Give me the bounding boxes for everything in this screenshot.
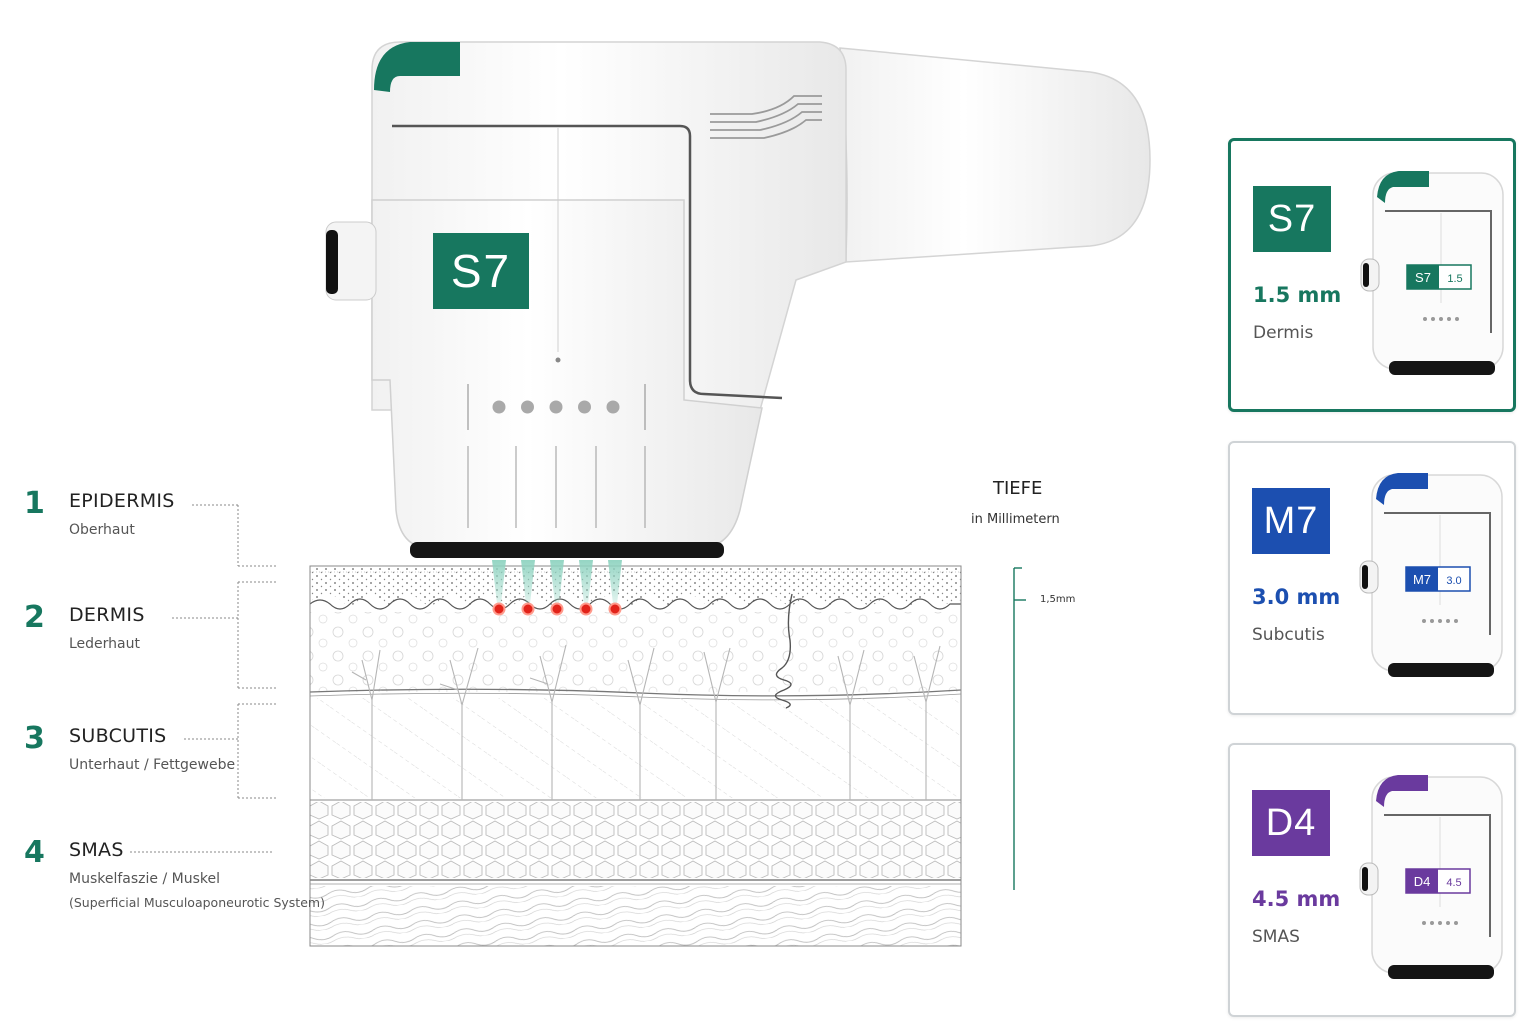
cartridge-card-m7[interactable]: M7 3.0 mm Subcutis M7 3.0 [1228, 441, 1516, 715]
layer-subtitle: Oberhaut [69, 522, 135, 538]
depth-title: TIEFE [993, 478, 1043, 499]
focal-point [521, 602, 535, 616]
cartridge-mini-code: M7 [1413, 572, 1431, 587]
layer-subtitle-2: (Superficial Musculoaponeurotic System) [69, 895, 325, 910]
beam [550, 560, 564, 604]
cartridge-mini-code: D4 [1414, 874, 1431, 889]
indicator-dot [578, 400, 591, 414]
layer-number: 3 [24, 721, 45, 756]
layer-subtitle: Lederhaut [69, 636, 140, 652]
device-badge: S7 [433, 233, 529, 309]
focal-point [608, 602, 622, 616]
ultrasound-beams [492, 560, 622, 616]
cartridge-depth: 1.5 mm [1253, 283, 1342, 307]
cartridge-device-icon: S7 1.5 [1360, 171, 1504, 375]
focal-point [492, 602, 506, 616]
beam [608, 560, 622, 604]
cartridge-depth: 3.0 mm [1252, 585, 1341, 609]
vessel-branches [351, 644, 941, 800]
cartridge-mini-depth: 4.5 [1446, 877, 1461, 889]
cartridge-mini-depth: 1.5 [1447, 273, 1462, 285]
layer-name: EPIDERMIS [69, 490, 175, 512]
layer-leader-lines [130, 504, 276, 853]
indicator-dot [492, 400, 506, 414]
cartridge-card-s7[interactable]: S7 1.5 mm Dermis S7 1.5 [1228, 138, 1516, 412]
beam [521, 560, 535, 604]
indicator-dot [606, 400, 620, 414]
depth-subtitle: in Millimetern [971, 512, 1060, 527]
cartridge-device-icon: D4 4.5 [1359, 775, 1503, 979]
layer-number: 2 [24, 600, 45, 635]
beam [492, 560, 506, 604]
cartridge-layer: SMAS [1252, 927, 1300, 947]
cartridge-depth: 4.5 mm [1252, 887, 1341, 911]
depth-marker: 1,5mm [1040, 594, 1076, 605]
cartridge-device-icon: M7 3.0 [1359, 473, 1503, 677]
layer-subtitle: Unterhaut / Fettgewebe [69, 757, 236, 773]
layer-name: SUBCUTIS [69, 725, 167, 747]
focal-point [550, 602, 564, 616]
layer-name: DERMIS [69, 604, 145, 626]
cartridge-badge: D4 [1252, 790, 1330, 856]
cartridge-mini-depth: 3.0 [1446, 575, 1461, 587]
sweat-gland [774, 593, 793, 709]
layer-number: 1 [24, 486, 45, 521]
cartridge-layer: Dermis [1253, 323, 1314, 343]
beam [579, 560, 593, 604]
layer-name: SMAS [69, 839, 124, 861]
indicator-dot [549, 400, 563, 414]
cartridge-layer: Subcutis [1252, 625, 1325, 645]
cartridge-badge: M7 [1252, 488, 1330, 554]
cartridge-mini-code: S7 [1415, 270, 1431, 285]
indicator-dots [492, 400, 620, 414]
layer-subtitle: Muskelfaszie / Muskel [69, 871, 220, 887]
cartridge-badge: S7 [1253, 186, 1331, 252]
cartridge-card-d4[interactable]: D4 4.5 mm SMAS D4 4.5 [1228, 743, 1516, 1017]
layer-number: 4 [24, 835, 45, 870]
focal-point [579, 602, 593, 616]
indicator-dot [521, 400, 534, 414]
depth-bracket [1013, 567, 1026, 890]
